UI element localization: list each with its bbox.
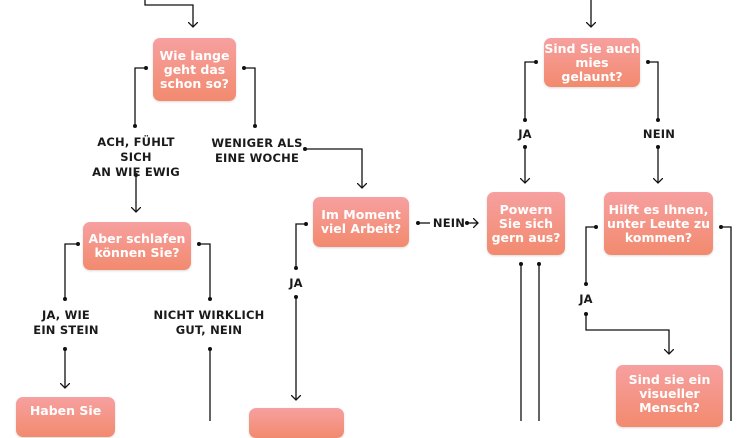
label-ja-people: JA [579, 292, 593, 306]
label-nein-mood: NEIN [642, 127, 676, 141]
node-power: Powern Sie sich gern aus? [487, 192, 565, 255]
connector-mood-ja [524, 61, 536, 120]
flowchart-canvas: Wie lange geht das schon so? Sind Sie au… [0, 0, 732, 438]
label-less-week: WENIGER ALS EINE WOCHE [211, 136, 303, 165]
node-have-you: Haben Sie [16, 397, 115, 437]
label-nein-work: NEIN [432, 216, 466, 230]
connector-sleep-jastone [64, 243, 78, 299]
label-ja-mood: JA [518, 127, 532, 141]
connector-work-ja [295, 223, 306, 268]
connector-sleep-notreally [199, 243, 211, 299]
node-partial [249, 408, 344, 438]
node-visual: Sind sie ein visueller Mensch? [616, 365, 723, 427]
node-how-long: Wie lange geht das schon so? [153, 38, 236, 101]
connector-people-right [721, 226, 732, 421]
node-sleep: Aber schlafen können Sie? [83, 222, 191, 270]
connector-layer [0, 0, 732, 421]
label-not-really: NICHT WIRKLICH GUT, NEIN [153, 308, 265, 337]
node-people: Hilft es Ihnen, unter Leute zu kommen? [604, 192, 713, 255]
connector-top-left [144, 0, 193, 27]
connector-mood-nein [648, 61, 659, 120]
label-ja-work: JA [289, 276, 303, 290]
label-forever: ACH, FÜHLT SICH AN WIE EWIG [92, 135, 180, 179]
connector-ja-visual [585, 314, 669, 354]
node-work: Im Moment viel Arbeit? [313, 197, 409, 247]
node-bad-mood: Sind Sie auch mies gelaunt? [544, 38, 640, 87]
connector-howlong-forever [134, 67, 146, 126]
connector-lessweek-work [305, 148, 362, 188]
connector-people-ja [585, 226, 596, 284]
label-ja-stone: JA, WIE EIN STEIN [33, 308, 99, 337]
connector-howlong-lessweek [244, 67, 256, 126]
